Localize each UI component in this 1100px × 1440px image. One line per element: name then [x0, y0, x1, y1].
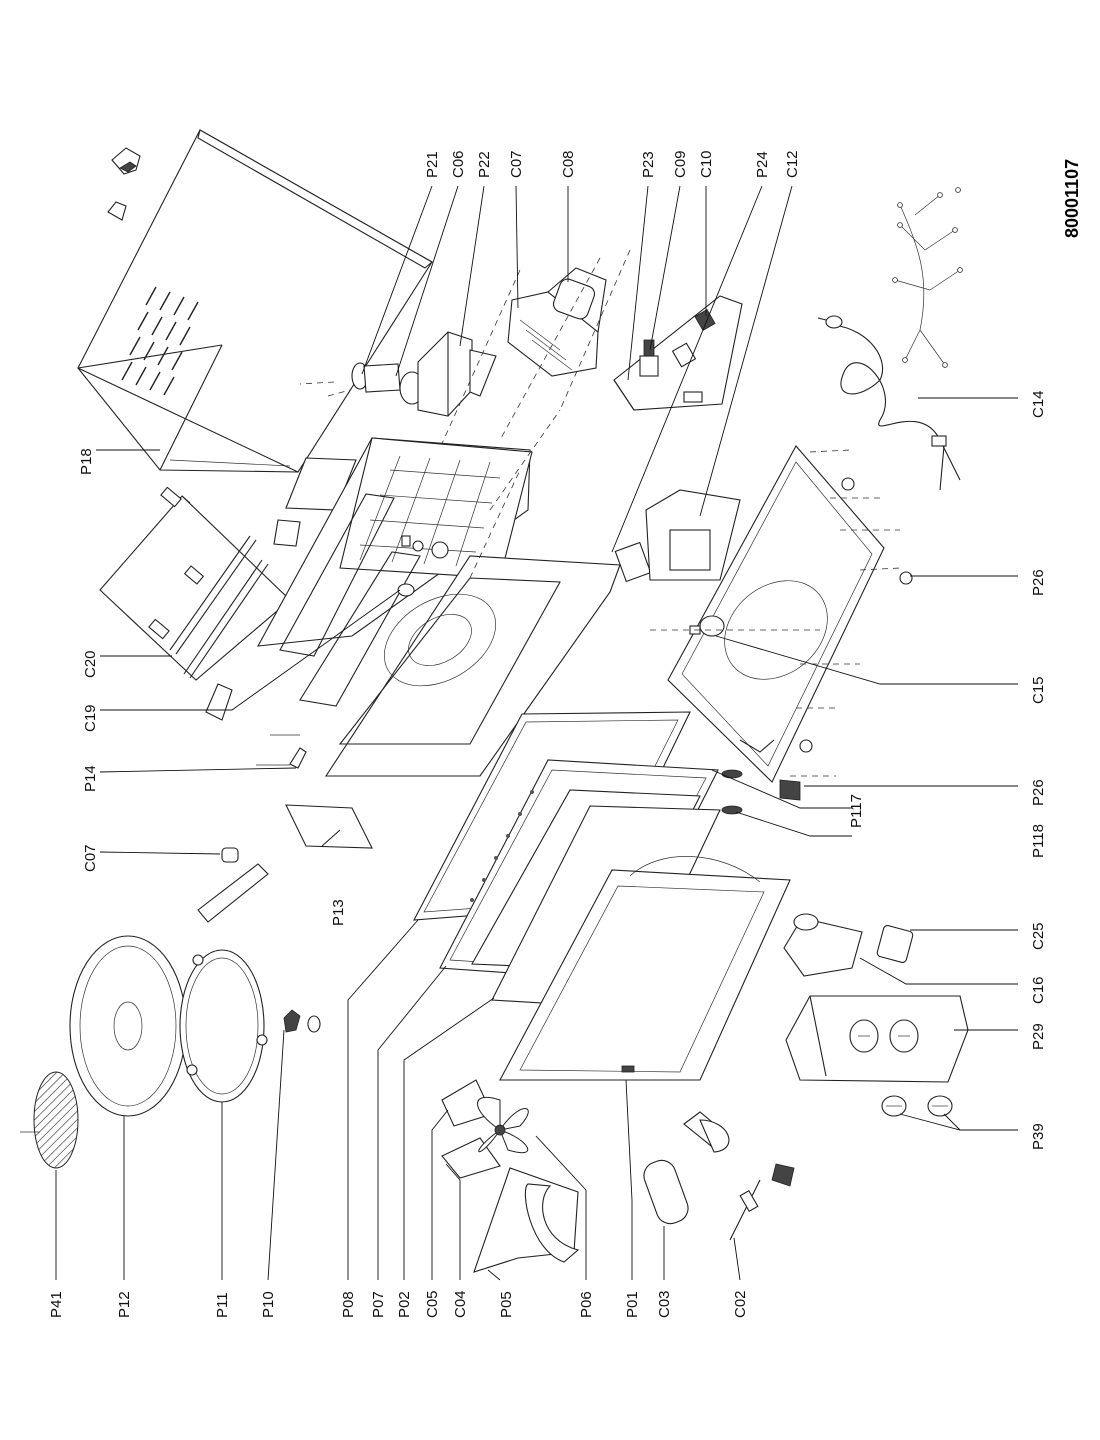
label-p23: P23 [640, 151, 657, 178]
cover-plate-drawing [99, 486, 291, 721]
label-c07-top: C07 [508, 150, 525, 178]
label-p118: P118 [1030, 824, 1047, 858]
label-c05: C05 [424, 1290, 441, 1318]
magnetron-assembly-drawing [299, 249, 631, 449]
label-c12: C12 [784, 150, 801, 178]
label-p12: P12 [116, 1291, 133, 1318]
turntable-drawing [20, 935, 321, 1169]
label-p05: P05 [498, 1291, 515, 1318]
label-p26-lower: P26 [1030, 779, 1047, 806]
label-p14: P14 [82, 765, 99, 792]
label-c07-left: C07 [82, 844, 99, 872]
fan-motor-drawing [197, 847, 580, 1273]
document-number: 80001107 [1062, 159, 1082, 238]
label-p11: P11 [214, 1292, 231, 1318]
label-c03: C03 [656, 1290, 673, 1318]
label-c06: C06 [450, 150, 467, 178]
label-p10: P10 [260, 1291, 277, 1318]
label-p24: P24 [754, 151, 771, 178]
label-c25: C25 [1030, 922, 1047, 950]
wire-harness-drawing [817, 187, 963, 491]
label-c20: C20 [82, 650, 99, 678]
capacitor-drawing [643, 1111, 795, 1241]
label-p39: P39 [1030, 1123, 1047, 1150]
outer-casing-drawing [77, 129, 433, 473]
label-p02: P02 [396, 1291, 413, 1318]
label-c19: C19 [82, 704, 99, 732]
label-c04: C04 [452, 1290, 469, 1318]
insulation-panels-drawing [256, 457, 373, 849]
leader-lines [55, 185, 1018, 1281]
label-p07: P07 [370, 1291, 387, 1318]
control-panel-drawing [783, 913, 969, 1117]
part-labels: P21 C06 P22 C07 C08 P23 C09 C10 P24 C12 … [48, 150, 1047, 1318]
label-c02: C02 [732, 1290, 749, 1318]
label-p117: P117 [848, 794, 865, 828]
label-p41: P41 [48, 1291, 65, 1318]
label-p29: P29 [1030, 1023, 1047, 1050]
label-c10: C10 [698, 150, 715, 178]
label-p18: P18 [78, 448, 95, 475]
label-p26-upper: P26 [1030, 569, 1047, 596]
label-c16: C16 [1030, 976, 1047, 1004]
label-p01: P01 [624, 1291, 641, 1318]
label-c14: C14 [1030, 390, 1047, 418]
label-p06: P06 [578, 1291, 595, 1318]
label-c15: C15 [1030, 676, 1047, 704]
door-assembly-drawing [413, 711, 791, 1081]
oven-cavity-drawing [257, 409, 621, 777]
label-p22: P22 [476, 151, 493, 178]
label-p13: P13 [330, 899, 347, 926]
label-p08: P08 [340, 1291, 357, 1318]
label-p21: P21 [424, 151, 441, 178]
base-plate-drawing [614, 445, 913, 801]
label-c08: C08 [560, 150, 577, 178]
label-c09: C09 [672, 150, 689, 178]
clip-parts-drawing [107, 147, 141, 221]
switch-bracket-drawing [613, 295, 743, 411]
